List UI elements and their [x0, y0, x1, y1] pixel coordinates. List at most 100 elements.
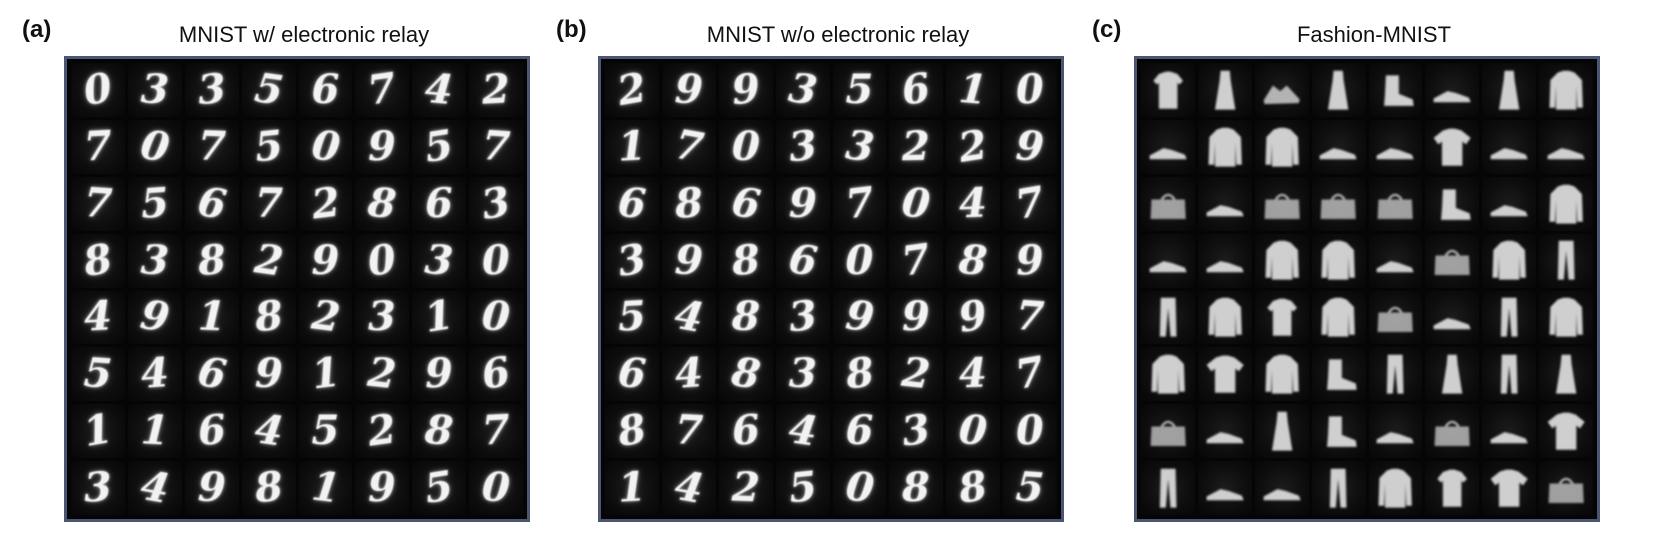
grid-cell: [1311, 176, 1366, 231]
grid-cell: 9: [355, 119, 410, 174]
grid-cell: [1197, 347, 1252, 402]
grid-cell: 5: [71, 347, 125, 402]
generated-digit: 3: [423, 235, 456, 285]
generated-digit: 6: [785, 234, 820, 286]
generated-digit: 9: [137, 291, 173, 343]
grid-cell: 9: [241, 347, 296, 402]
sneaker-icon: [1482, 120, 1536, 174]
grid-cell: 8: [946, 461, 1001, 515]
sneaker-icon: [1369, 404, 1423, 458]
grid-cell: 1: [71, 404, 125, 459]
grid-cell: 7: [184, 119, 239, 174]
bag-icon: [1141, 404, 1195, 458]
grid-cell: 9: [184, 461, 239, 515]
generated-digit: 6: [478, 348, 514, 400]
grid-cell: 2: [298, 290, 353, 345]
trouser-icon: [1539, 234, 1593, 288]
grid-cell: [1197, 461, 1252, 515]
generated-digit: 1: [616, 463, 648, 512]
grid-cell: [1197, 404, 1252, 459]
generated-digit: 2: [901, 122, 931, 171]
generated-digit: 0: [845, 236, 874, 284]
pullover-icon: [1539, 177, 1593, 231]
grid-cell: [1254, 347, 1309, 402]
grid-cell: 5: [241, 63, 296, 117]
grid-cell: 3: [184, 63, 239, 117]
generated-digit: 3: [139, 65, 170, 114]
grid-cell: [1482, 404, 1537, 459]
generated-digit: 5: [616, 292, 648, 342]
grid-cell: [1482, 347, 1537, 402]
grid-cell: 7: [469, 404, 523, 459]
grid-cell: 4: [946, 347, 1001, 402]
grid-cell: [1141, 233, 1195, 288]
grid-cell: 0: [1003, 404, 1057, 459]
boot-icon: [1312, 347, 1366, 401]
grid-cell: [1368, 176, 1423, 231]
generated-digit: 8: [80, 234, 116, 286]
generated-digit: 4: [139, 349, 171, 399]
grid-cell: [1482, 63, 1537, 117]
grid-cell: 7: [71, 176, 125, 231]
grid-cell: [1425, 347, 1480, 402]
generated-digit: 4: [137, 462, 173, 514]
panel-letter: (a): [22, 16, 52, 43]
generated-digit: 0: [480, 235, 512, 285]
generated-digit: 2: [251, 234, 286, 286]
grid-cell: 3: [889, 404, 944, 459]
generated-digit: 4: [423, 64, 456, 115]
grid-cell: [1482, 176, 1537, 231]
grid-cell: 4: [661, 461, 716, 515]
grid-cell: 8: [241, 290, 296, 345]
grid-cell: 0: [1003, 63, 1057, 117]
grid-cell: [1368, 63, 1423, 117]
grid-cell: [1539, 119, 1593, 174]
generated-digit: 6: [616, 178, 648, 228]
pullover-icon: [1312, 291, 1366, 345]
grid-cell: 2: [946, 119, 1001, 174]
grid-cell: 3: [775, 290, 830, 345]
pullover-icon: [1198, 120, 1252, 174]
generated-digit: 2: [900, 348, 933, 399]
grid-cell: 9: [1003, 119, 1057, 174]
grid-cell: [1197, 176, 1252, 231]
grid-cell: 6: [775, 233, 830, 288]
trouser-icon: [1482, 347, 1536, 401]
panel-title: MNIST w/ electronic relay: [178, 22, 430, 47]
grid-cell: 2: [889, 119, 944, 174]
shirt-icon: [1255, 291, 1309, 345]
sneaker-icon: [1141, 234, 1195, 288]
grid-cell: 8: [71, 233, 125, 288]
sneaker-icon: [1539, 120, 1593, 174]
sneaker-icon: [1482, 177, 1536, 231]
grid-cell: 0: [298, 119, 353, 174]
generated-digit: 6: [728, 177, 764, 229]
generated-digit: 7: [673, 406, 704, 455]
grid-cell: 3: [127, 63, 182, 117]
grid-cell: 7: [889, 233, 944, 288]
grid-cell: [1311, 347, 1366, 402]
grid-cell: [1482, 461, 1537, 515]
generated-digit: 3: [478, 177, 514, 229]
generated-digit: 8: [957, 235, 990, 285]
tshirt-icon: [1539, 404, 1593, 458]
generated-digit: 0: [80, 63, 116, 116]
grid-cell: 0: [469, 290, 523, 345]
generated-digit: 0: [308, 121, 343, 172]
grid-cell: 3: [605, 233, 659, 288]
grid-cell: 8: [661, 176, 716, 231]
generated-digit: 9: [788, 179, 817, 227]
generated-digit: 9: [367, 463, 397, 512]
sneaker-icon: [1198, 404, 1252, 458]
grid-cell: 3: [775, 63, 830, 117]
grid-cell: [1311, 233, 1366, 288]
grid-cell: 0: [127, 119, 182, 174]
grid-cell: 8: [605, 404, 659, 459]
grid-cell: 6: [469, 347, 523, 402]
grid-cell: 3: [775, 347, 830, 402]
generated-digit: 0: [480, 292, 512, 342]
grid-cell: [1141, 63, 1195, 117]
generated-digit: 2: [366, 348, 399, 399]
generated-digit: 7: [196, 122, 227, 171]
